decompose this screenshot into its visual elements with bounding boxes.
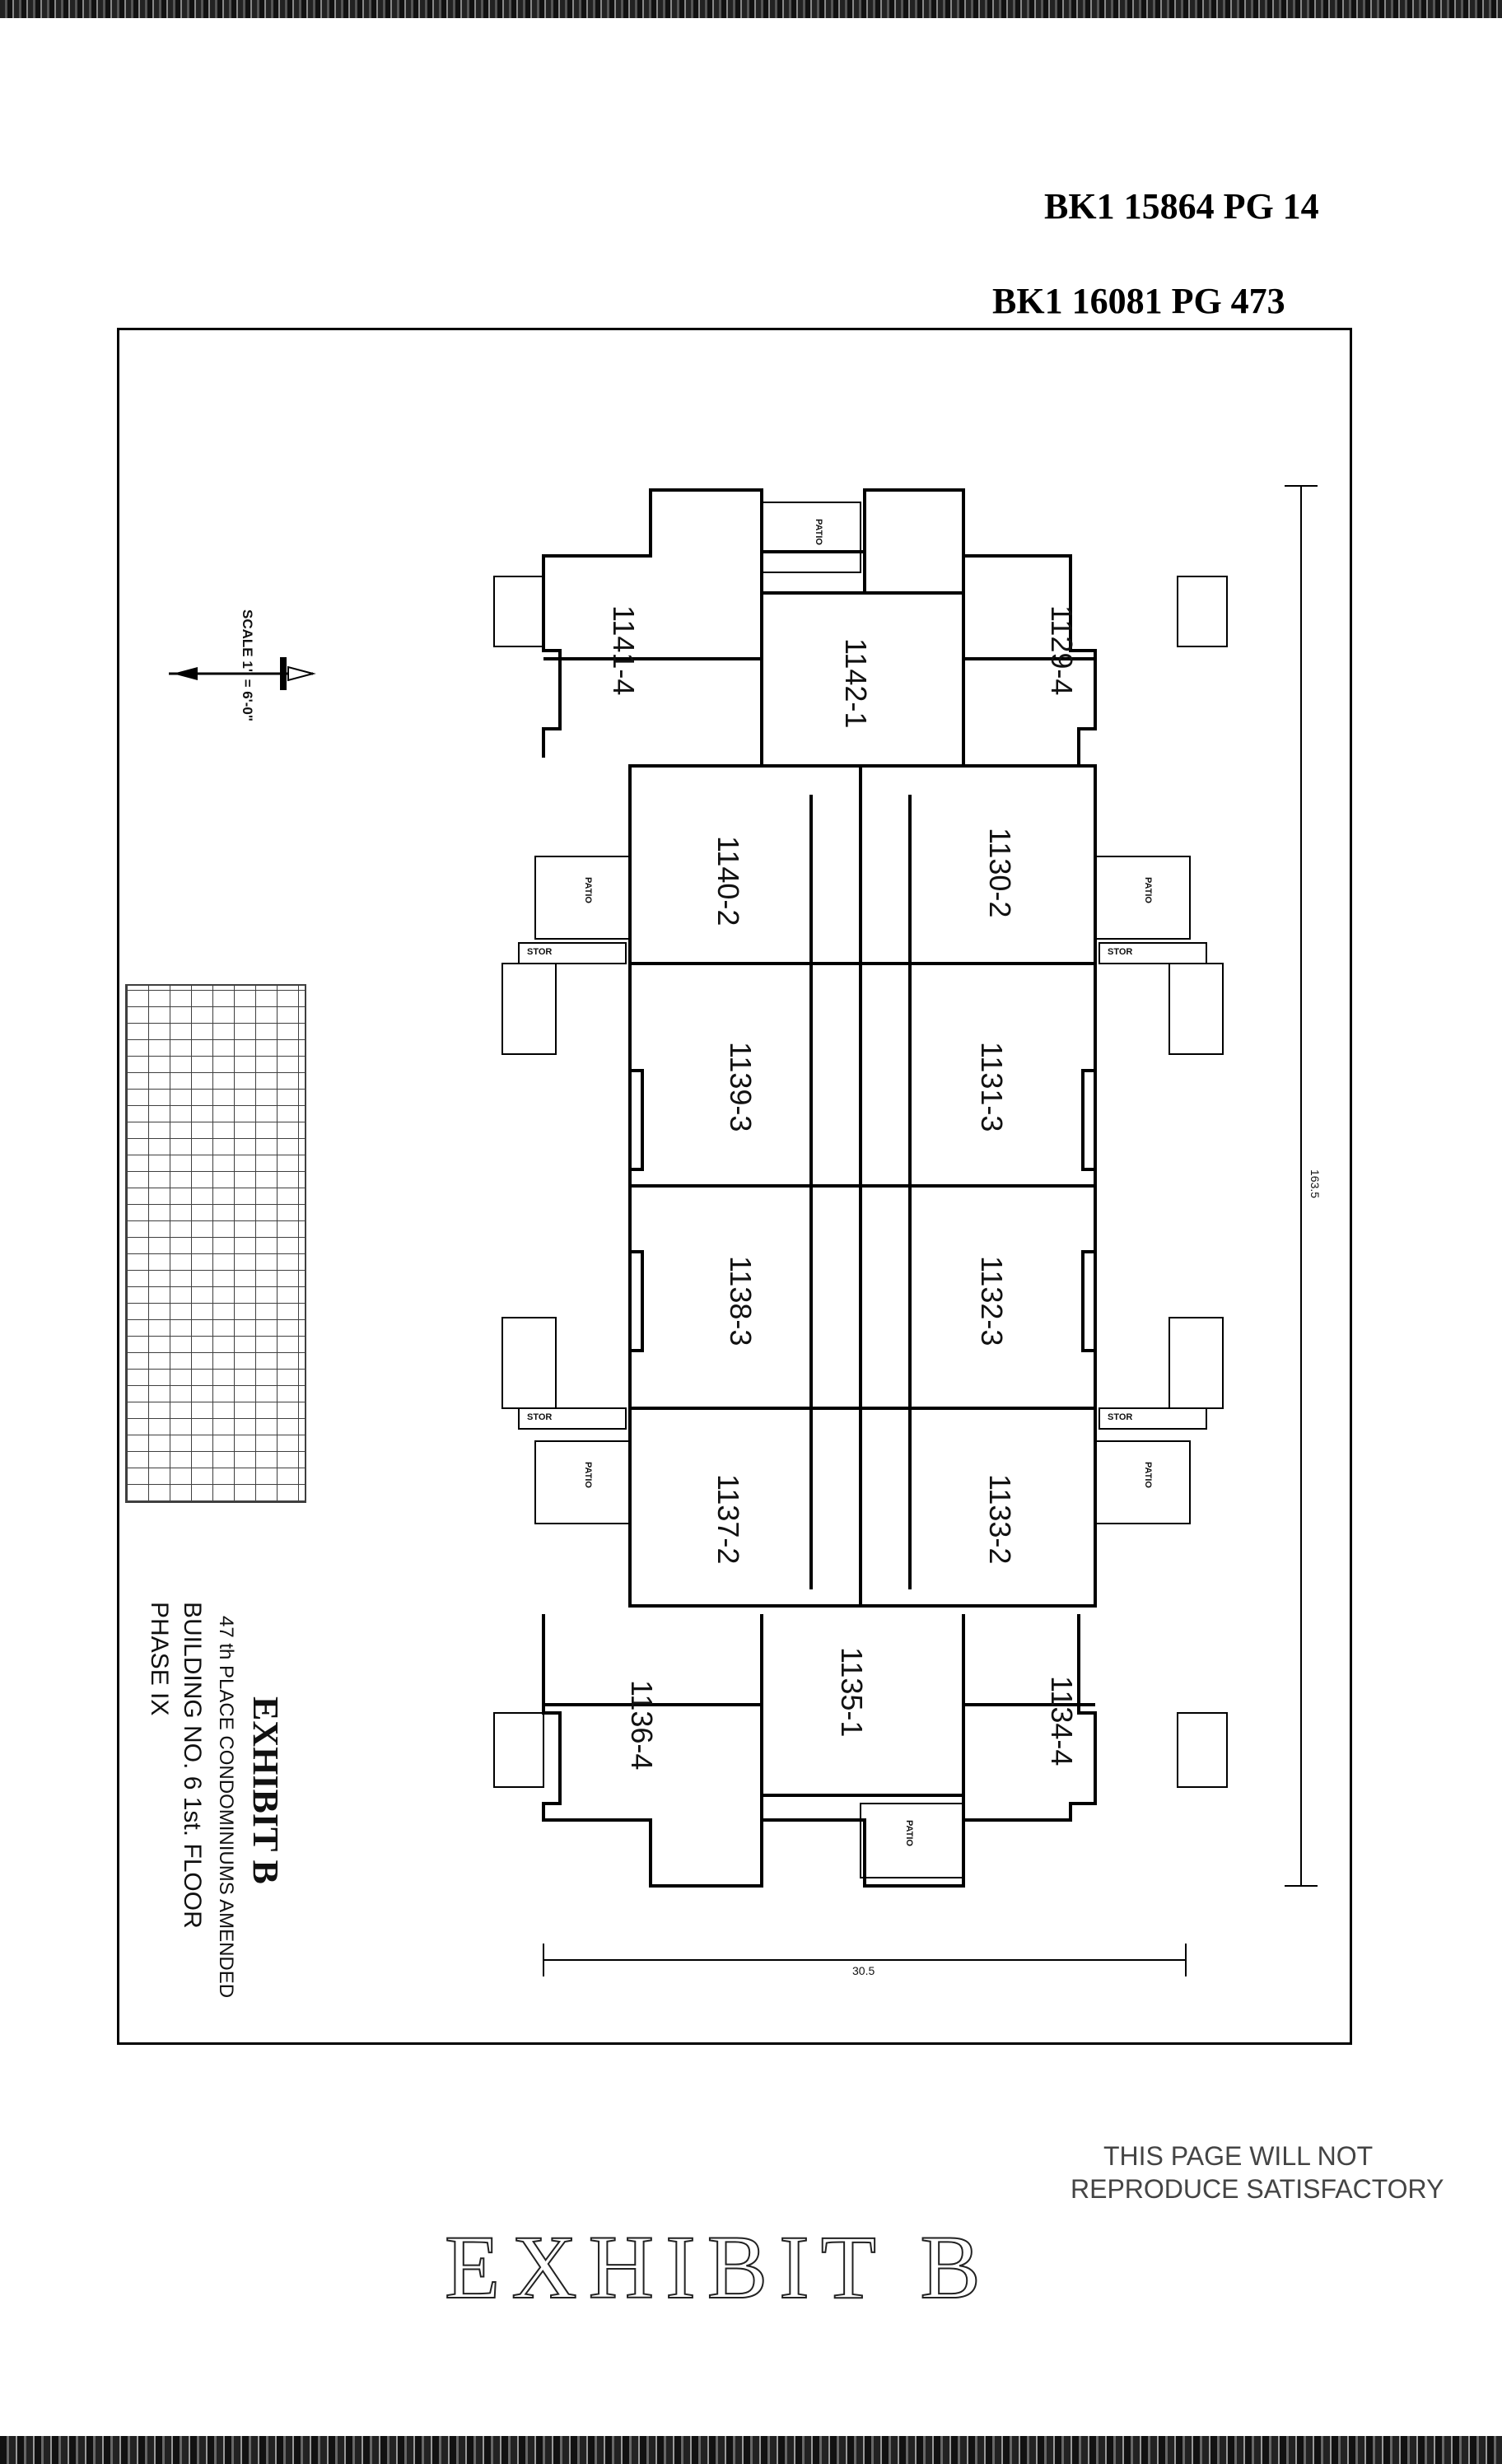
unit-label: 1140-2: [711, 836, 745, 926]
unit-label: 1136-4: [625, 1680, 659, 1771]
unit-label: 1132-3: [975, 1256, 1009, 1346]
patio-tag: PATIO: [1143, 877, 1153, 903]
unit-label: 1137-2: [711, 1474, 745, 1565]
north-arrow-icon: [169, 657, 316, 690]
dimension-overall-width: 30.5: [852, 1964, 875, 1977]
scan-edge-top: [0, 0, 1502, 18]
drawing-frame: [117, 328, 1352, 2045]
dimension-overall-length: 163.5: [1308, 1169, 1322, 1199]
book-stamp-1: BK1 15864 PG 14: [1044, 186, 1319, 226]
unit-label: 1135-1: [835, 1647, 869, 1738]
stor-tag: STOR: [1108, 947, 1133, 957]
scan-edge-bottom: [0, 2436, 1502, 2464]
unit-label: 1130-2: [983, 828, 1017, 918]
patio-tag: PATIO: [904, 1820, 914, 1846]
stor-tag: STOR: [527, 1412, 553, 1422]
unit-label: 1129-4: [1045, 605, 1079, 696]
unit-label: 1138-3: [724, 1256, 758, 1346]
patio-tag: PATIO: [583, 1462, 593, 1488]
stor-tag: STOR: [1108, 1412, 1133, 1422]
unit-label: 1139-3: [724, 1042, 758, 1132]
patio-tag: PATIO: [583, 877, 593, 903]
unit-label: 1131-3: [975, 1042, 1009, 1132]
notice-line-2: REPRODUCE SATISFACTORY: [1071, 2174, 1444, 2204]
unit-schedule-table: [125, 984, 306, 1503]
unit-label: 1134-4: [1045, 1676, 1079, 1766]
unit-label: 1133-2: [983, 1474, 1017, 1565]
unit-label: 1141-4: [607, 605, 641, 696]
notice-line-1: THIS PAGE WILL NOT: [1103, 2141, 1374, 2171]
unit-label: 1142-1: [839, 638, 873, 729]
book-stamp-2: BK1 16081 PG 473: [992, 281, 1285, 321]
patio-tag: PATIO: [1143, 1462, 1153, 1488]
bottom-exhibit-label: EXHIBIT B: [444, 2216, 992, 2318]
patio-tag: PATIO: [814, 519, 823, 545]
stor-tag: STOR: [527, 947, 553, 957]
